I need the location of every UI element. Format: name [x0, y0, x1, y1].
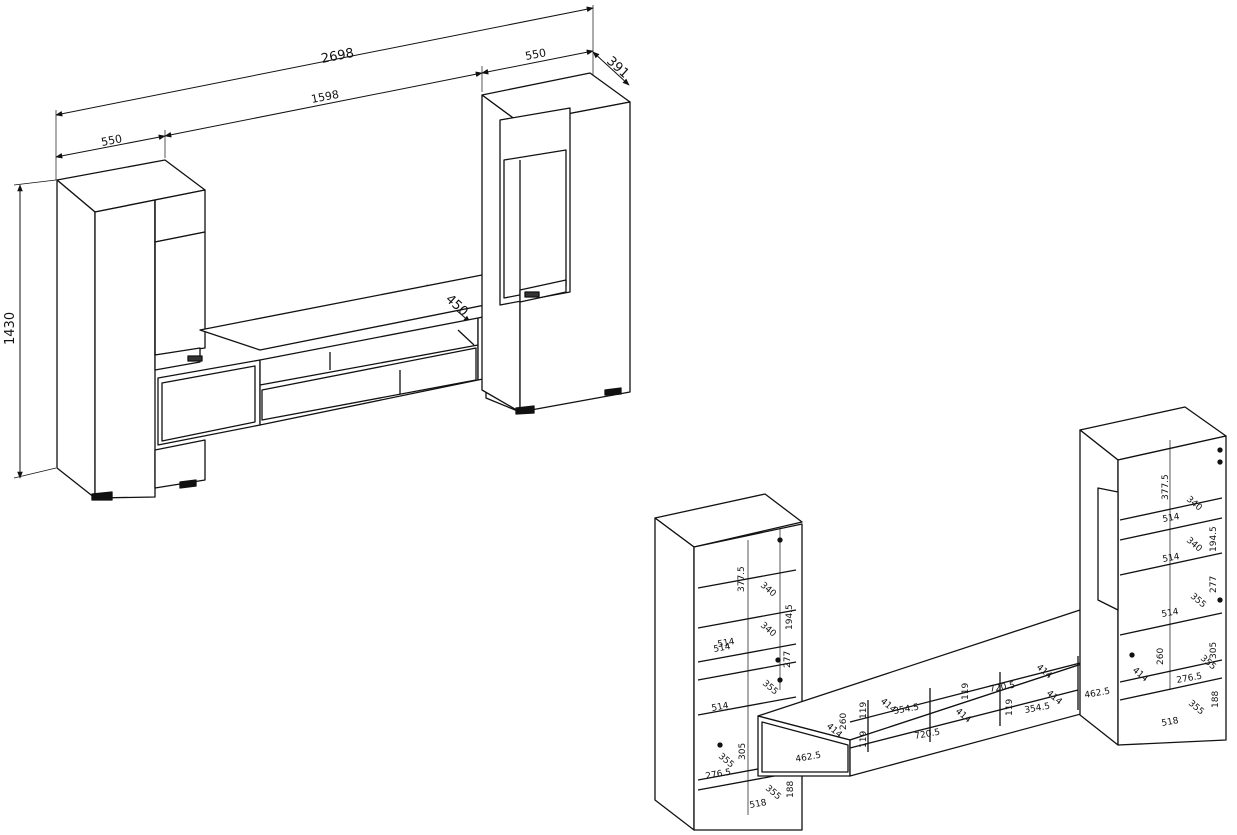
dim-depth: 391	[603, 54, 631, 82]
dim-tv-open-h-2: 119	[859, 731, 869, 748]
dim-tv-open-width-1: 354.5	[893, 703, 920, 717]
dim-left-shelf-width-1b: 514	[713, 642, 732, 655]
dim-right-shelf-width-3: 514	[1161, 607, 1180, 620]
dim-left-shelf-gap-top: 377.5	[737, 566, 747, 592]
dim-right-shelf-gap-mid: 194.5	[1209, 526, 1219, 552]
dim-right-shelf-width-2: 514	[1162, 552, 1181, 565]
dim-tv-drawer-width-left: 462.5	[795, 751, 822, 765]
dim-right-plinth-height: 188	[1211, 691, 1221, 708]
dim-tv-open-h-3: 119	[961, 683, 971, 700]
dim-left-width: 550	[100, 132, 123, 149]
dim-left-base-width: 276.5	[705, 768, 732, 782]
dim-right-plinth-width: 518	[1161, 716, 1180, 729]
dim-tv-open-width-3: 720.5	[989, 681, 1016, 695]
dim-tv-open-h-4: 119	[1005, 699, 1015, 716]
dim-tv-door-height-left: 260	[839, 713, 849, 730]
dim-right-base-height: 305	[1209, 642, 1219, 659]
exploded-interior-view: 377.5 340 194.5 340 514 514 277 355 514 …	[654, 406, 1227, 831]
dim-right-shelf-gap-low: 277	[1209, 576, 1219, 593]
dim-total-width: 2698	[320, 46, 355, 67]
dim-left-shelf-gap-low: 277	[783, 651, 793, 668]
dimension-lines	[13, 5, 630, 479]
dim-tv-open-h-1: 119	[859, 702, 869, 719]
dim-tv-drawer-width-right: 462.5	[1084, 687, 1111, 701]
dim-left-plinth-height: 188	[786, 781, 796, 798]
dim-tv-width: 1598	[310, 88, 340, 106]
assembled-view: 2698 1598 550 550 391 1430 450	[3, 5, 632, 501]
dim-left-shelf-gap-mid: 194.5	[785, 604, 795, 630]
dim-left-plinth-width: 518	[749, 798, 768, 811]
dim-tv-open-width-4: 354.5	[1024, 702, 1051, 716]
dim-left-base-height: 305	[738, 743, 748, 760]
dim-right-base-width: 276.5	[1176, 672, 1203, 686]
dim-tv-door-height-right: 260	[1156, 648, 1166, 665]
dim-right-shelf-gap-top: 377.5	[1161, 474, 1171, 500]
dim-left-shelf-width-2: 514	[711, 701, 730, 714]
dim-tv-open-width-2: 720.5	[914, 728, 941, 742]
dim-right-shelf-width-1: 514	[1162, 512, 1181, 525]
dim-left-shelf-width-1: 514	[717, 637, 736, 650]
dim-right-width: 550	[524, 46, 547, 63]
dim-height: 1430	[3, 312, 18, 345]
